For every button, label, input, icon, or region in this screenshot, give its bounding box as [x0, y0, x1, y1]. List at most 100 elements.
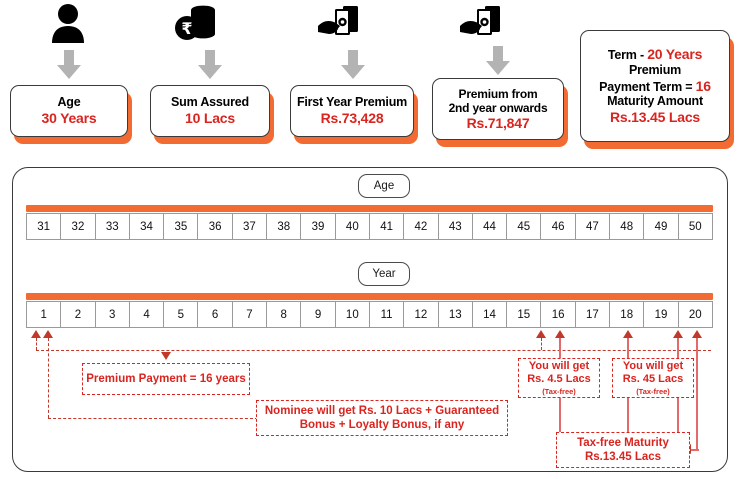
hand-cash-icon-2: [447, 2, 517, 46]
icon-row: ₹: [0, 0, 740, 48]
age-cell-35: 35: [164, 214, 199, 239]
age-cell-45: 45: [507, 214, 542, 239]
connector-year20-b-vert: [696, 338, 698, 450]
year16-payout-callout[interactable]: You will get Rs. 4.5 Lacs (Tax-free): [518, 358, 600, 398]
year-cell-15: 15: [507, 302, 542, 327]
summary-payment-term-value: 16: [695, 77, 711, 94]
year18-payout-note: (Tax-free): [636, 387, 670, 397]
arrow-year20-a: [673, 330, 683, 338]
first-year-premium-card[interactable]: First Year Premium Rs.73,428: [290, 85, 414, 137]
age-cell-43: 43: [439, 214, 473, 239]
year18-payout-line2: Rs. 45 Lacs: [622, 372, 684, 385]
year-pill-label: Year: [358, 262, 410, 286]
maturity-callout-line1: Tax-free Maturity: [577, 436, 669, 449]
year18-payout-line1: You will get: [622, 359, 684, 372]
year-cell-4: 4: [130, 302, 165, 327]
summary-premium-label: Premium: [628, 62, 682, 77]
year-cell-10: 10: [336, 302, 370, 327]
connector-premium-span-dashed: [36, 350, 711, 351]
year-cell-2: 2: [61, 302, 96, 327]
grey-arrow-sum-assured: [197, 50, 223, 80]
summary-maturity-value: Rs.13.45 Lacs: [609, 109, 701, 126]
summary-term-line: Term - 20 Years: [607, 46, 703, 63]
connector-year1-a-vert: [36, 338, 37, 350]
year-cell-13: 13: [439, 302, 473, 327]
arrow-into-premium-callout: [161, 352, 171, 360]
age-cell-44: 44: [473, 214, 508, 239]
maturity-callout[interactable]: Tax-free Maturity Rs.13.45 Lacs: [556, 432, 690, 468]
arrow-year18: [623, 330, 633, 338]
arrow-year20-b: [692, 330, 702, 338]
age-cell-31: 31: [27, 214, 62, 239]
rupee-coins-icon: ₹: [160, 2, 230, 46]
year18-payout-callout[interactable]: You will get Rs. 45 Lacs (Tax-free): [612, 358, 694, 398]
nominee-callout-line2: Bonus + Loyalty Bonus, if any: [299, 419, 465, 431]
summary-term-value: 20 Years: [647, 46, 703, 63]
age-cell-40: 40: [336, 214, 370, 239]
first-year-premium-label: First Year Premium: [296, 95, 408, 110]
age-cell-36: 36: [198, 214, 233, 239]
age-cell-33: 33: [96, 214, 130, 239]
year-cell-17: 17: [576, 302, 611, 327]
connector-year18-vert: [627, 338, 629, 360]
grey-arrow-second-premium: [485, 46, 511, 76]
person-icon: [33, 2, 103, 46]
year-cell-11: 11: [370, 302, 405, 327]
age-cell-41: 41: [370, 214, 405, 239]
age-cell-49: 49: [644, 214, 679, 239]
age-card[interactable]: Age 30 Years: [10, 85, 128, 137]
premium-2nd-year-label-2: 2nd year onwards: [448, 100, 548, 115]
age-card-label: Age: [57, 95, 81, 110]
hand-cash-icon: [305, 2, 375, 46]
summary-maturity-label: Maturity Amount: [607, 94, 703, 109]
age-cell-37: 37: [233, 214, 268, 239]
age-cell-46: 46: [541, 214, 576, 239]
premium-2nd-year-value: Rs.71,847: [466, 114, 530, 131]
year16-payout-note: (Tax-free): [542, 387, 576, 397]
year16-payout-line2: Rs. 4.5 Lacs: [527, 372, 591, 385]
age-cell-34: 34: [130, 214, 165, 239]
premium-from-2nd-year-card[interactable]: Premium from 2nd year onwards Rs.71,847: [432, 78, 564, 140]
premium-payment-callout[interactable]: Premium Payment = 16 years: [82, 363, 250, 395]
premium-2nd-year-label-1: Premium from: [458, 86, 538, 101]
age-cell-38: 38: [267, 214, 302, 239]
year-cell-20: 20: [688, 308, 702, 321]
grey-arrow-age: [56, 50, 82, 80]
year-cell-8: 8: [267, 302, 302, 327]
year-cell-9: 9: [301, 302, 336, 327]
connector-45-down: [627, 398, 629, 432]
year-cell-14: 14: [473, 302, 508, 327]
arrow-year16-b: [555, 330, 565, 338]
connector-45lacs-down: [559, 398, 561, 432]
term-summary-card[interactable]: Term - 20 Years Premium Payment Term = 1…: [580, 30, 730, 142]
nominee-callout[interactable]: Nominee will get Rs. 10 Lacs + Guarantee…: [256, 400, 508, 436]
year16-payout-line1: You will get: [528, 359, 590, 372]
summary-term-label: Term -: [607, 48, 648, 63]
year-cell-1: 1: [27, 302, 62, 327]
nominee-callout-line1: Nominee will get Rs. 10 Lacs + Guarantee…: [264, 404, 500, 417]
sum-assured-card-label: Sum Assured: [171, 95, 249, 110]
connector-year16-a-vert: [541, 338, 542, 350]
arrow-year1-a: [31, 330, 41, 338]
sum-assured-card[interactable]: Sum Assured 10 Lacs: [150, 85, 270, 137]
summary-payment-term-line: Payment Term = 16: [599, 78, 711, 95]
connector-year16-b-vert: [559, 338, 561, 360]
year-cell-18: 18: [610, 302, 645, 327]
connector-maturity-horiz: [690, 449, 698, 451]
year-cell-6: 6: [198, 302, 233, 327]
age-cell-50: 50: [688, 220, 702, 233]
year-orange-bar: [26, 293, 713, 300]
age-card-value: 30 Years: [41, 110, 97, 127]
connector-year1-b-vert: [48, 338, 49, 418]
age-cell-42: 42: [404, 214, 439, 239]
grey-arrow-first-premium: [340, 50, 366, 80]
age-pill-label: Age: [358, 174, 410, 198]
age-cell-47: 47: [576, 214, 611, 239]
age-cell-32: 32: [61, 214, 96, 239]
year-cell-5: 5: [164, 302, 199, 327]
maturity-callout-line2: Rs.13.45 Lacs: [584, 451, 662, 463]
age-cell-39: 39: [301, 214, 336, 239]
